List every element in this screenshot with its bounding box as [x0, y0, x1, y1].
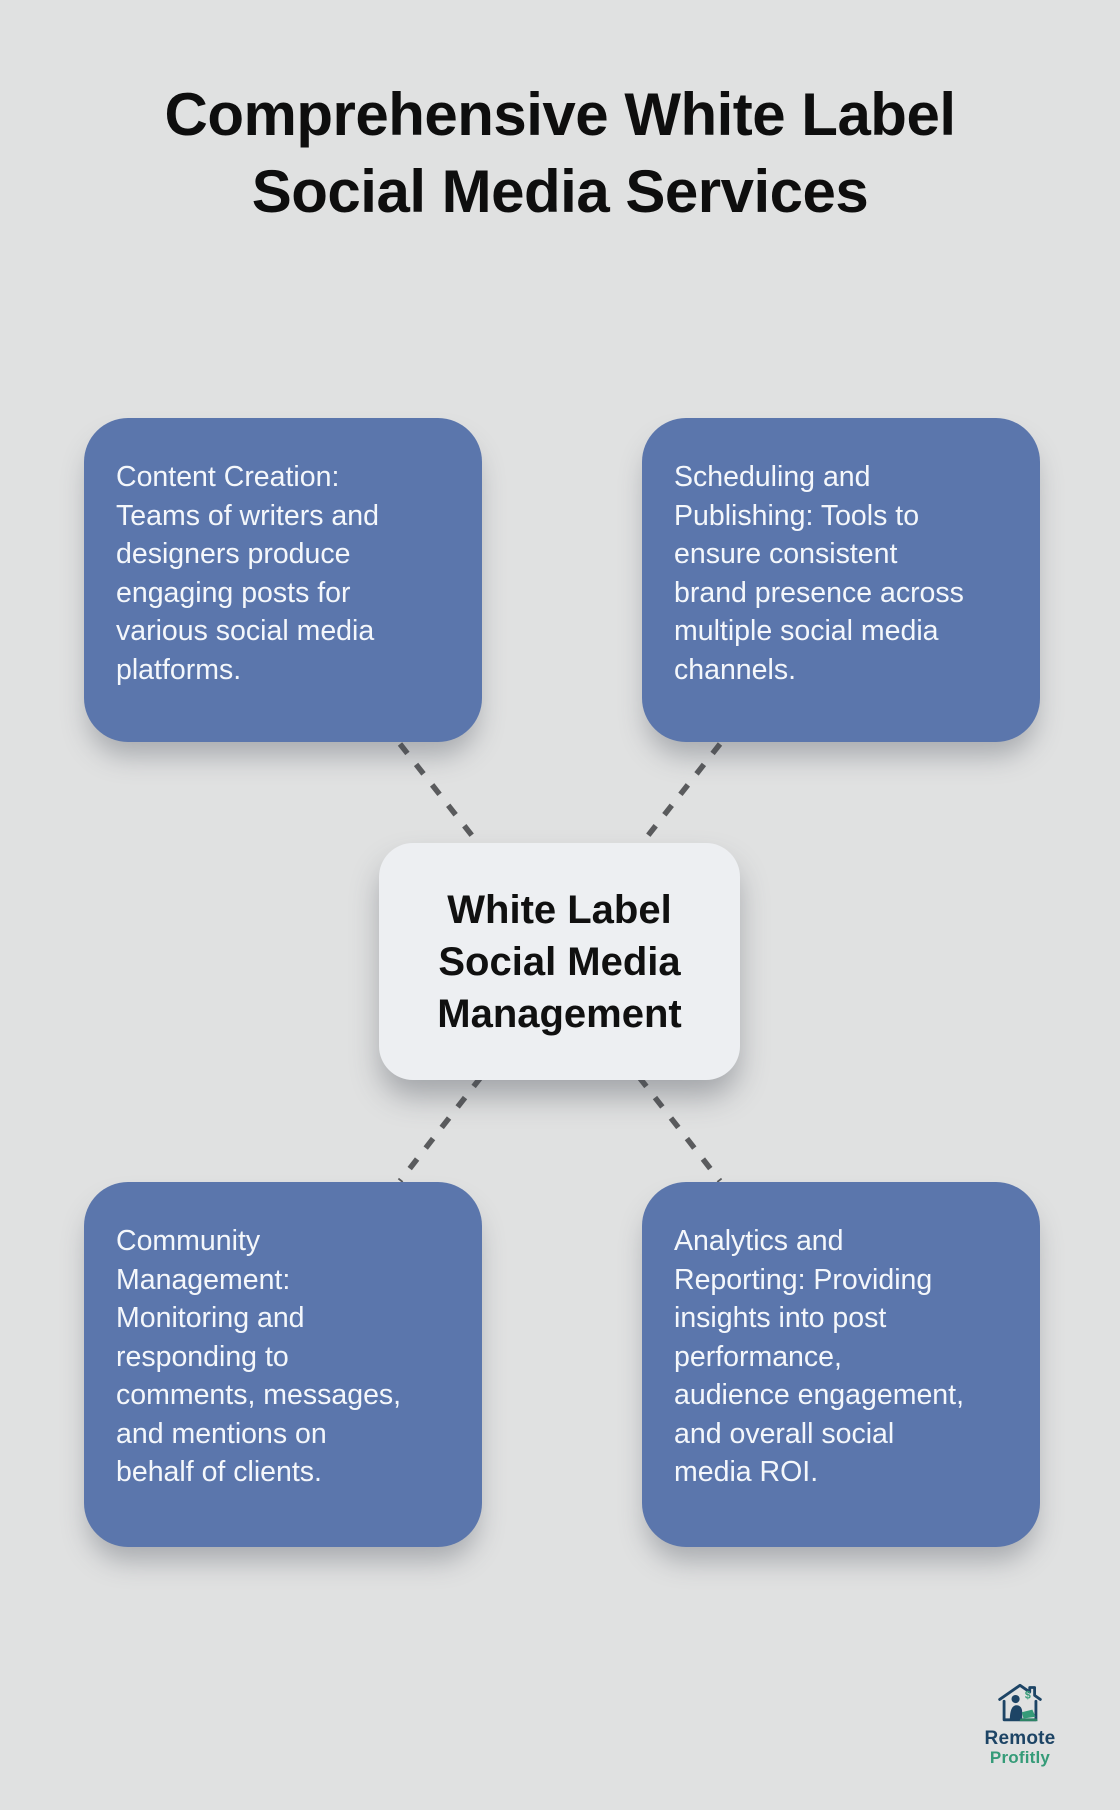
node-community-management: Community Management: Monitoring and res… — [84, 1182, 482, 1547]
connector-line-top-right — [636, 742, 723, 849]
remote-worker-house-icon: $ — [997, 1682, 1043, 1729]
node-content-creation: Content Creation: Teams of writers and d… — [84, 418, 482, 742]
connector-line-bottom-left — [397, 1075, 484, 1183]
connector-line-bottom-right — [636, 1075, 723, 1183]
connector-line-top-left — [397, 742, 484, 849]
node-scheduling-publishing: Scheduling and Publishing: Tools to ensu… — [642, 418, 1040, 742]
svg-text:$: $ — [1025, 1690, 1031, 1702]
node-analytics-reporting: Analytics and Reporting: Providing insig… — [642, 1182, 1040, 1547]
remote-profitly-logo: $ Remote Profitly — [975, 1682, 1065, 1767]
page-title: Comprehensive White Label Social Media S… — [164, 81, 957, 225]
center-node-white-label-social-media-management: White Label Social Media Management — [379, 843, 740, 1080]
logo-word-profitly: Profitly — [989, 1748, 1051, 1767]
logo-word-remote: Remote — [984, 1728, 1056, 1749]
